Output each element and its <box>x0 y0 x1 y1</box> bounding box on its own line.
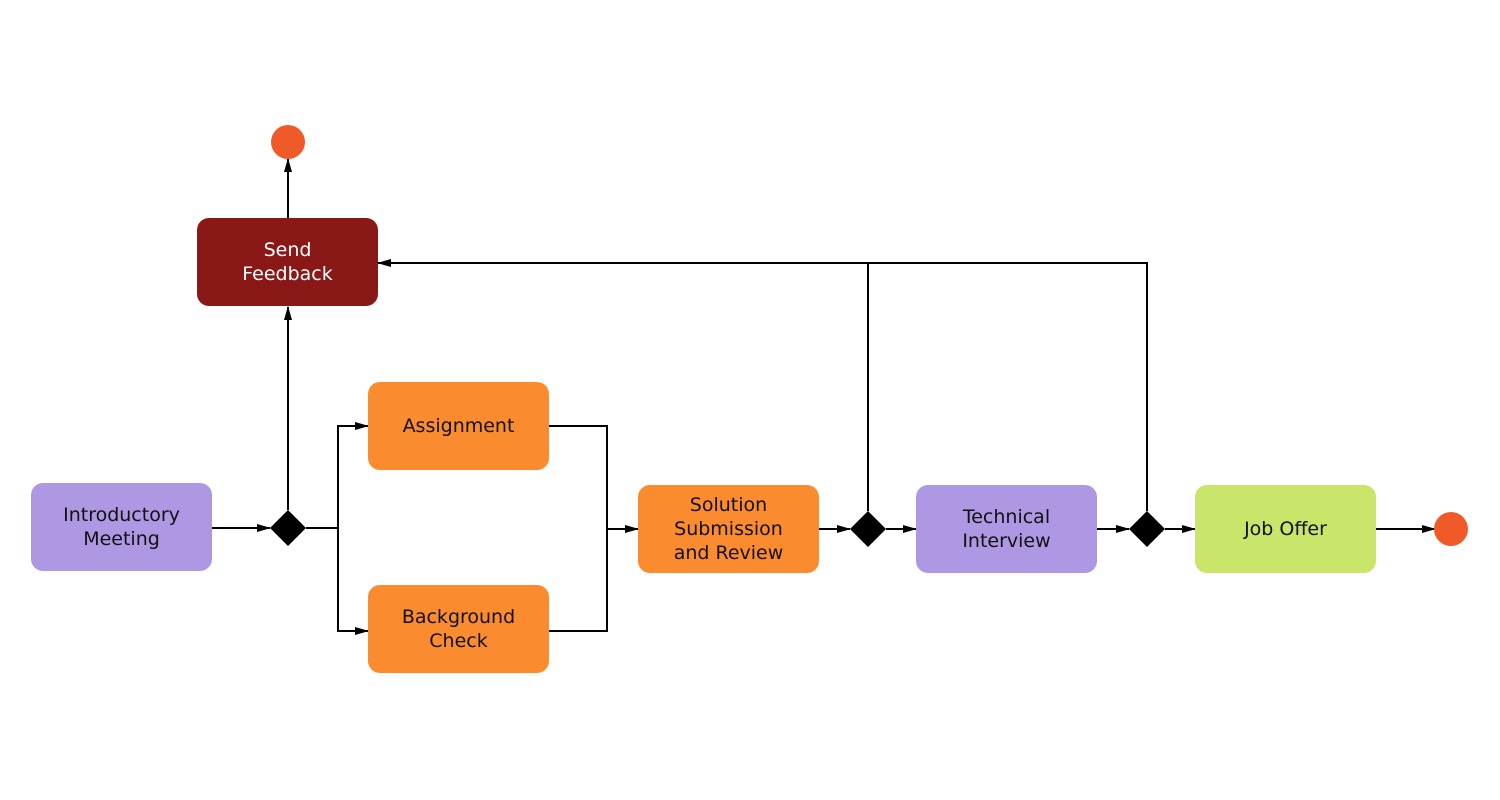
decision-diamond-1 <box>270 510 306 546</box>
edge-split-to-background <box>337 528 369 635</box>
send-feedback-label: Send Feedback <box>242 239 333 285</box>
introductory-meeting-node: Introductory Meeting <box>31 483 212 571</box>
edge-assignment-to-merge <box>549 425 608 529</box>
solution-review-node: Solution Submission and Review <box>638 485 819 573</box>
edge-decision3-to-feedback <box>377 259 1148 511</box>
edge-split-to-assignment <box>337 422 369 528</box>
assignment-node: Assignment <box>368 382 549 470</box>
assignment-label: Assignment <box>402 415 515 437</box>
job-offer-node: Job Offer <box>1195 485 1376 573</box>
background-check-node: Background Check <box>368 585 549 673</box>
send-feedback-node: Send Feedback <box>197 218 378 306</box>
introductory-meeting-label: Introductory Meeting <box>63 504 180 550</box>
decision-diamond-2 <box>850 511 886 547</box>
end-terminal-right <box>1434 512 1468 546</box>
solution-review-label: Solution Submission and Review <box>673 494 784 564</box>
background-check-label: Background Check <box>401 606 516 652</box>
job-offer-label: Job Offer <box>1244 518 1327 540</box>
technical-interview-label: Technical Interview <box>962 506 1051 552</box>
edge-background-to-merge <box>549 529 608 632</box>
technical-interview-node: Technical Interview <box>916 485 1097 573</box>
end-terminal-top <box>271 125 305 159</box>
decision-diamond-3 <box>1129 511 1165 547</box>
